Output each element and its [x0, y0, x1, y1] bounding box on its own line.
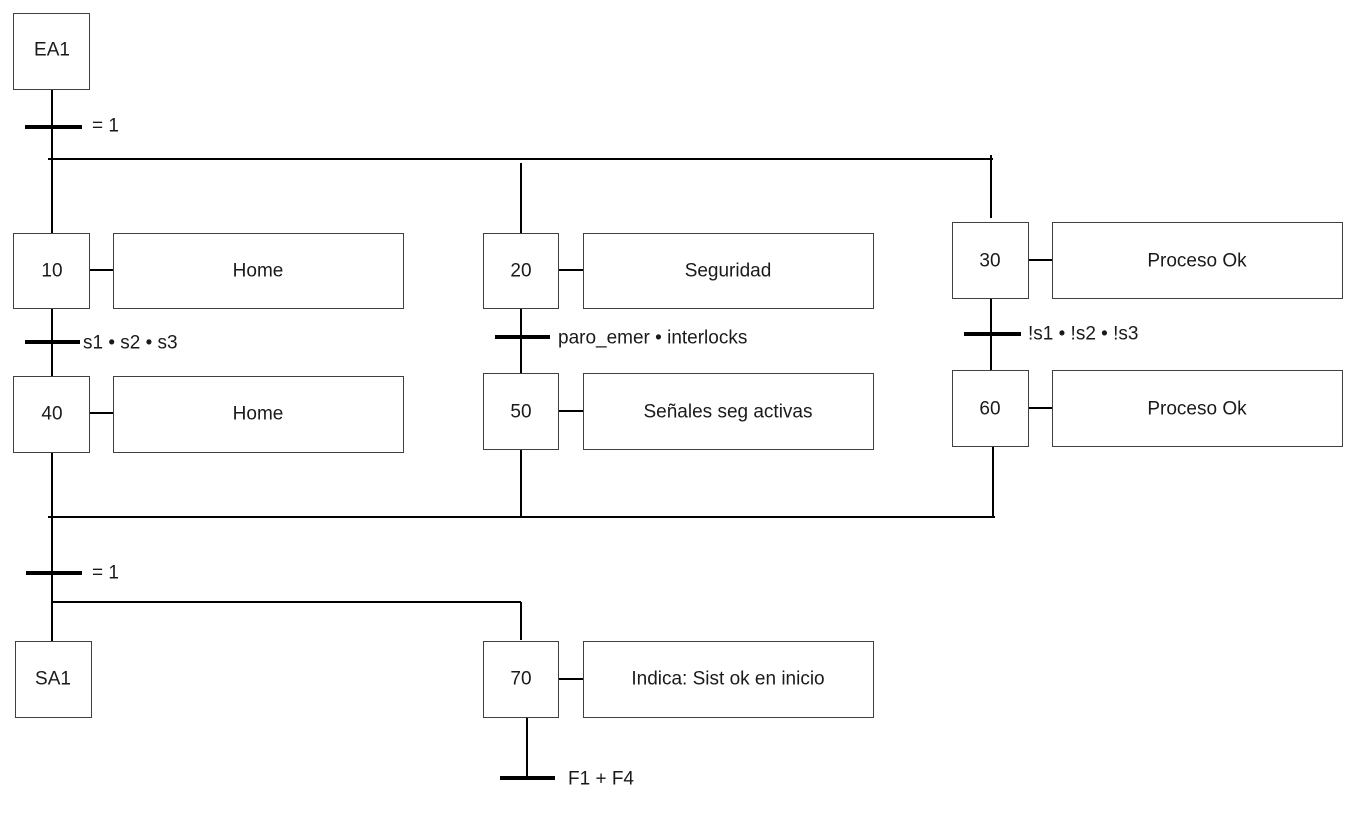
action-10: Home — [113, 233, 404, 309]
action-70: Indica: Sist ok en inicio — [583, 641, 874, 718]
step-label: 30 — [979, 251, 1000, 272]
step-10: 10 — [13, 233, 90, 309]
step-label: 40 — [41, 404, 62, 425]
action-label: Proceso Ok — [1147, 399, 1247, 420]
action-20: Seguridad — [583, 233, 874, 309]
step-30: 30 — [952, 222, 1029, 299]
step-70: 70 — [483, 641, 559, 718]
step-label: 10 — [41, 261, 62, 282]
step-ea1: EA1 — [13, 13, 90, 90]
action-label: Proceso Ok — [1147, 251, 1247, 272]
step-label: 60 — [979, 399, 1000, 420]
step-sa1: SA1 — [15, 641, 92, 718]
step-20: 20 — [483, 233, 559, 309]
action-60: Proceso Ok — [1052, 370, 1343, 447]
step-label: EA1 — [34, 40, 70, 61]
action-50: Señales seg activas — [583, 373, 874, 450]
step-label: 50 — [510, 402, 531, 423]
step-50: 50 — [483, 373, 559, 450]
action-40: Home — [113, 376, 404, 453]
action-label: Home — [233, 261, 284, 282]
action-30: Proceso Ok — [1052, 222, 1343, 299]
step-label: 70 — [510, 669, 531, 690]
transition-bars — [25, 125, 1021, 780]
transition-condition-init: = 1 — [92, 116, 119, 137]
action-label: Señales seg activas — [644, 402, 813, 423]
step-40: 40 — [13, 376, 90, 453]
action-label: Seguridad — [685, 261, 772, 282]
transition-condition-30-60: !s1 • !s2 • !s3 — [1028, 324, 1138, 345]
step-label: 20 — [510, 261, 531, 282]
step-60: 60 — [952, 370, 1029, 447]
step-label: SA1 — [35, 669, 71, 690]
transition-condition-20-50: paro_emer • interlocks — [558, 328, 747, 349]
action-label: Indica: Sist ok en inicio — [631, 669, 824, 690]
transition-condition-10-40: s1 • s2 • s3 — [83, 333, 178, 354]
action-label: Home — [233, 404, 284, 425]
connections — [48, 89, 1052, 778]
transition-condition-70: F1 + F4 — [568, 769, 634, 790]
transition-condition-join: = 1 — [92, 563, 119, 584]
